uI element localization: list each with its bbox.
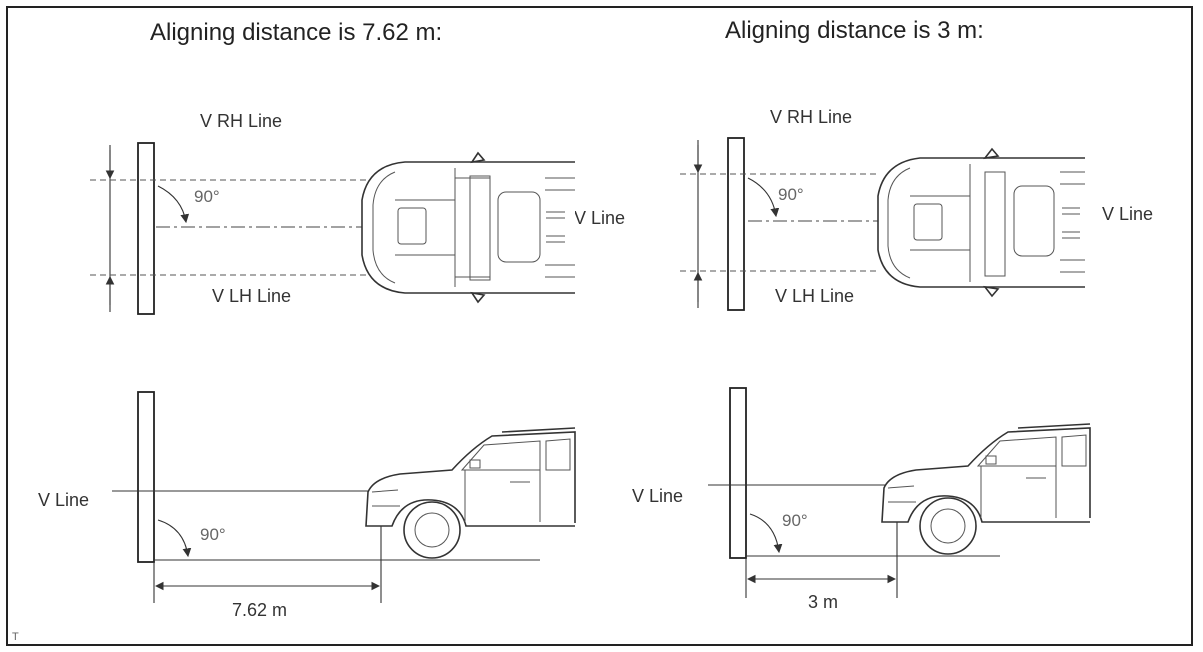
- left-side-screen: [137, 391, 155, 563]
- left-lh-line-label: V LH Line: [212, 286, 291, 306]
- left-side-v-line-label: V Line: [38, 490, 89, 510]
- right-panel-title: Aligning distance is 3 m:: [725, 17, 984, 44]
- left-side-angle-label: 90°: [200, 525, 226, 544]
- right-top-screen: [727, 137, 745, 311]
- right-side-screen: [729, 387, 747, 559]
- right-side-angle-label: 90°: [782, 511, 808, 530]
- left-car-top-view: [361, 151, 575, 304]
- left-distance-label: 7.62 m: [232, 600, 287, 620]
- left-side-angle-arc: [157, 519, 192, 558]
- left-side-view: V Line 90° 7.62 m: [38, 391, 576, 620]
- right-top-angle-arc: [747, 177, 780, 218]
- left-top-view: 90° V RH Line V LH Line V Line: [90, 111, 625, 315]
- right-side-v-line-label: V Line: [632, 486, 683, 506]
- corner-mark: T: [12, 631, 19, 643]
- left-top-angle-arc: [157, 185, 190, 224]
- right-lh-line-label: V LH Line: [775, 286, 854, 306]
- left-car-side-view: [365, 427, 576, 559]
- left-panel-title: Aligning distance is 7.62 m:: [150, 19, 442, 46]
- left-top-v-line-label: V Line: [574, 208, 625, 228]
- right-rh-line-label: V RH Line: [770, 107, 852, 127]
- right-car-side-view: [881, 423, 1091, 555]
- right-side-view: V Line 90° 3 m: [632, 387, 1091, 612]
- left-top-angle-label: 90°: [194, 187, 220, 206]
- right-top-angle-label: 90°: [778, 185, 804, 204]
- right-side-angle-arc: [749, 513, 783, 554]
- right-distance-label: 3 m: [808, 592, 838, 612]
- right-top-v-line-label: V Line: [1102, 204, 1153, 224]
- left-rh-line-label: V RH Line: [200, 111, 282, 131]
- figure-border: [6, 6, 1193, 646]
- right-car-top-view: [877, 147, 1085, 298]
- left-top-screen: [137, 142, 155, 315]
- right-top-view: 90° V RH Line V LH Line V Line: [680, 107, 1153, 311]
